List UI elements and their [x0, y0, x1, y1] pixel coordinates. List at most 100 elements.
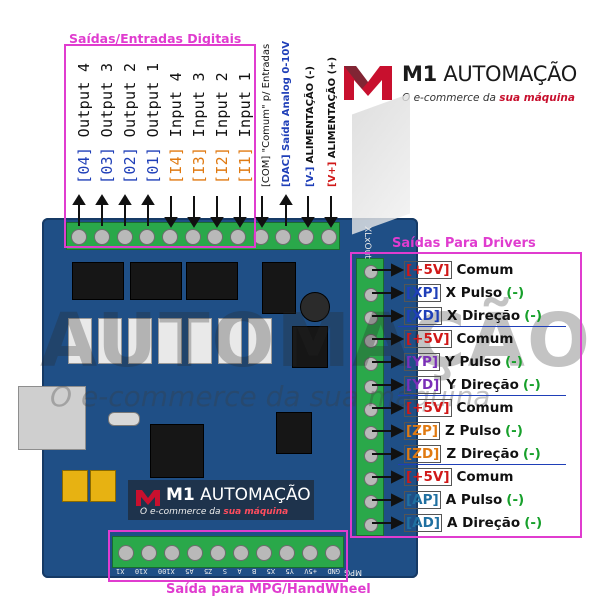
right-arrows [372, 263, 405, 530]
logo-3d-block [352, 93, 410, 235]
terminal-screw [274, 537, 297, 567]
arrow-up-icon [279, 194, 293, 226]
arrow-down-icon [324, 196, 338, 228]
driver-polarity: (-) [504, 354, 523, 370]
driver-name: Z Pulso [445, 423, 501, 439]
arrow-down-icon [255, 196, 269, 228]
driver-row: [XD]X Direção(-) [404, 305, 542, 327]
group-separator [398, 326, 566, 327]
arrow-right-icon [372, 516, 405, 530]
ic-chip [292, 326, 328, 368]
board-logo-text: M1 AUTOMAÇÃO [166, 485, 311, 505]
optocoupler [128, 318, 152, 364]
optocoupler [68, 318, 92, 364]
pin-label-output-2: [02] Output 2 [121, 62, 139, 184]
driver-code: [XD] [404, 307, 442, 325]
arrow-right-icon [372, 401, 405, 415]
driver-row: [YD]Y Direção(-) [404, 374, 541, 396]
driver-code: [ZP] [404, 422, 441, 440]
terminal-screw [357, 443, 383, 466]
driver-name: Y Direção [446, 377, 519, 393]
terminal-screw [357, 420, 383, 443]
driver-row: [AP]A Pulso(-) [404, 489, 524, 511]
driver-name: Comum [456, 469, 514, 485]
arrow-up-icon [118, 194, 132, 226]
driver-row: [AD]A Direção(-) [404, 512, 542, 534]
arrow-down-icon [187, 196, 201, 228]
terminal-screw [357, 374, 383, 397]
arrow-right-icon [372, 309, 405, 323]
terminal-screw [158, 223, 181, 249]
terminal-screw [228, 537, 251, 567]
arrow-right-icon [372, 332, 405, 346]
driver-code: [ZD] [404, 445, 442, 463]
terminal-screw [271, 223, 294, 249]
driver-code: [AD] [404, 514, 442, 532]
driver-name: X Pulso [445, 285, 503, 301]
terminal-screw [203, 223, 226, 249]
group-separator [398, 464, 566, 465]
terminal-screw [357, 282, 383, 305]
digital-pin-labels: [04] Output 4 [03] Output 3 [02] Output … [70, 50, 254, 200]
bottom-terminal-block [112, 536, 344, 568]
driver-polarity: (-) [524, 515, 543, 531]
arrow-up-icon [141, 194, 155, 226]
driver-name: Z Direção [446, 446, 519, 462]
arrow-down-icon [301, 196, 315, 228]
driver-code: [XP] [404, 284, 441, 302]
arrow-right-icon [372, 447, 405, 461]
driver-row: [YP]Y Pulso(-) [404, 351, 523, 373]
pin-label-dac: [DAC] Saída Analog 0-10V [281, 40, 292, 187]
optocoupler [158, 318, 182, 364]
pin-label-input-3: [I3] Input 3 [190, 72, 208, 184]
driver-name: Comum [456, 262, 514, 278]
driver-name: A Pulso [445, 492, 503, 508]
driver-code: [YP] [404, 353, 441, 371]
top-terminal-block [66, 222, 340, 250]
right-terminal-block [356, 258, 384, 536]
drivers-title: Saídas Para Drivers [392, 236, 536, 251]
m1-logo-mark-icon [342, 60, 394, 102]
watermark-text: AUTOMAÇÃO [40, 298, 592, 384]
arrow-down-icon [210, 196, 224, 228]
terminal-screw [357, 305, 383, 328]
driver-name: X Direção [446, 308, 521, 324]
mpg-title: Saída para MPG/HandWheel [166, 582, 371, 597]
optocoupler [218, 318, 242, 364]
driver-polarity: (-) [522, 377, 541, 393]
terminal-screw [251, 537, 274, 567]
arrow-right-icon [372, 493, 405, 507]
terminal-screw [113, 537, 136, 567]
terminal-screw [180, 223, 203, 249]
top-arrows [72, 194, 338, 228]
terminal-screw [357, 512, 383, 535]
ic-chip [186, 262, 238, 300]
terminal-screw [297, 537, 320, 567]
power-pin-labels: [COM] "Comum" p/ Entradas [DAC] Saída An… [256, 4, 338, 200]
digital-io-title: Saídas/Entradas Digitais [69, 31, 242, 46]
pin-label-input-4: [I4] Input 4 [167, 72, 185, 184]
terminal-screw [357, 466, 383, 489]
mpg-box [108, 530, 348, 582]
driver-row: [ZP]Z Pulso(-) [404, 420, 523, 442]
digital-io-box [64, 44, 256, 248]
ic-chip [130, 262, 182, 300]
driver-code: [AP] [404, 491, 441, 509]
capacitor [300, 292, 330, 322]
arrow-right-icon [372, 378, 405, 392]
terminal-screw [205, 537, 228, 567]
driver-code: [+5V] [404, 468, 452, 486]
usb-port [18, 386, 86, 450]
driver-code: [+5V] [404, 399, 452, 417]
ic-chip [262, 262, 296, 314]
pin-label-v-minus: [V-] ALIMENTAÇÃO (-) [305, 66, 316, 187]
pin-label-input-1: [I1] Input 1 [236, 72, 254, 184]
arrow-up-icon [72, 194, 86, 226]
tantalum-capacitor [62, 470, 88, 502]
terminal-screw [357, 397, 383, 420]
terminal-screw [226, 223, 249, 249]
ic-chip [276, 412, 312, 454]
driver-row: [+5V]Comum [404, 259, 517, 281]
arrow-down-icon [164, 196, 178, 228]
driver-polarity: (-) [504, 423, 523, 439]
